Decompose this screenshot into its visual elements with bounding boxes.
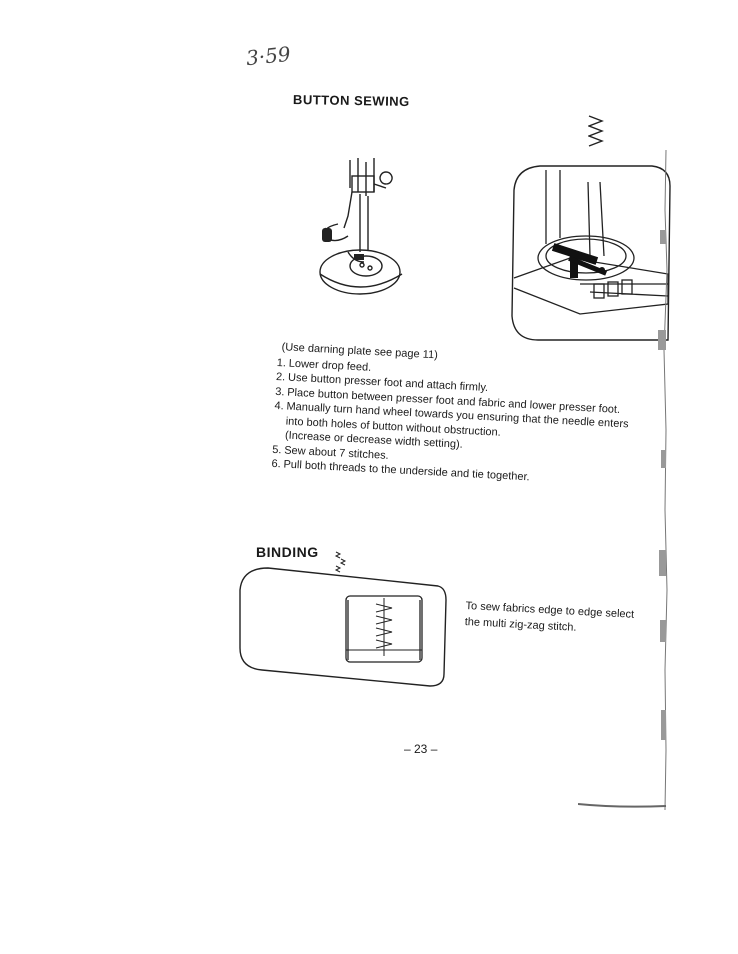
binding-description: To sew fabrics edge to edge select the m…: [464, 599, 635, 634]
multi-zigzag-stitch-icon: [334, 551, 347, 573]
button-sewing-instructions: (Use darning plate see page 11) 1.Lower …: [271, 340, 647, 491]
scan-edge-artifact: [658, 150, 668, 810]
page-number: – 23 –: [404, 742, 438, 756]
binding-title: BINDING: [256, 544, 319, 560]
scan-bottom-edge-artifact: [578, 803, 667, 808]
handwritten-note: 3·59: [244, 41, 292, 71]
binding-illustration: [239, 567, 447, 687]
button-presser-foot-illustration: [319, 158, 403, 295]
darning-plate-illustration: [511, 165, 671, 341]
button-sewing-steps: 1.Lower drop feed. 2.Use button presser …: [271, 355, 647, 490]
zigzag-stitch-icon: [588, 115, 604, 147]
button-sewing-title: BUTTON SEWING: [292, 91, 410, 110]
